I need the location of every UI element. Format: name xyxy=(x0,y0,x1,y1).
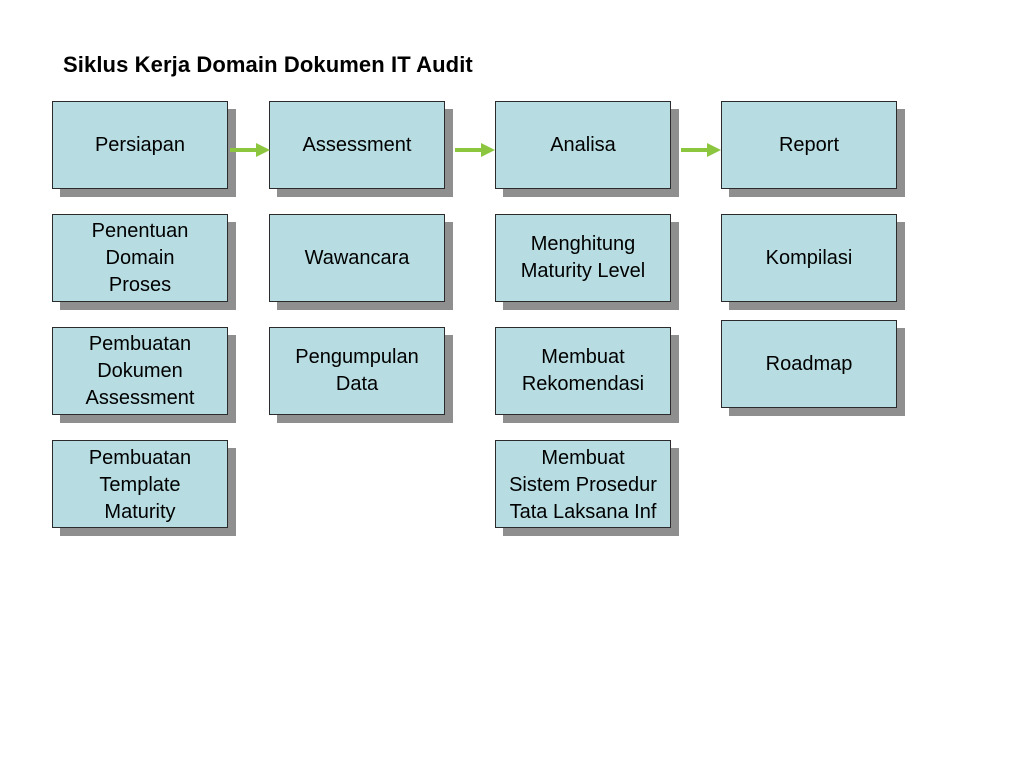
task-label: Pengumpulan Data xyxy=(295,346,419,395)
phase-label: Assessment xyxy=(302,133,412,156)
task-label: Pembuatan Template Maturity xyxy=(88,447,192,523)
task-box-membuat-rekomendasi: Membuat Rekomendasi xyxy=(495,327,671,415)
task-box-membuat-sistem-prosedur: Membuat Sistem Prosedur Tata Laksana Inf xyxy=(495,440,671,528)
task-box-wawancara: Wawancara xyxy=(269,214,445,302)
task-label: Pembuatan Dokumen Assessment xyxy=(85,332,195,409)
task-box-menghitung-maturity-level: Menghitung Maturity Level xyxy=(495,214,671,302)
task-label: Penentuan Domain Proses xyxy=(91,219,189,296)
arrow-analisa-to-report xyxy=(681,143,721,157)
task-label: Wawancara xyxy=(304,246,410,269)
task-box-roadmap: Roadmap xyxy=(721,320,897,408)
task-label: Kompilasi xyxy=(765,246,853,269)
task-box-pengumpulan-data: Pengumpulan Data xyxy=(269,327,445,415)
task-label: Membuat Rekomendasi xyxy=(521,346,645,395)
phase-label: Persiapan xyxy=(94,133,186,156)
phase-box-assessment: Assessment xyxy=(269,101,445,189)
task-label: Menghitung Maturity Level xyxy=(520,233,646,282)
phase-label: Analisa xyxy=(550,133,616,156)
task-label: Membuat Sistem Prosedur Tata Laksana Inf xyxy=(509,447,657,523)
task-box-pembuatan-dokumen-assessment: Pembuatan Dokumen Assessment xyxy=(52,327,228,415)
task-box-penentuan-domain-proses: Penentuan Domain Proses xyxy=(52,214,228,302)
phase-box-analisa: Analisa xyxy=(495,101,671,189)
phase-label: Report xyxy=(778,133,840,156)
diagram-title: Siklus Kerja Domain Dokumen IT Audit xyxy=(63,52,473,77)
task-box-pembuatan-template-maturity: Pembuatan Template Maturity xyxy=(52,440,228,528)
arrow-persiapan-to-assessment xyxy=(230,143,270,157)
arrow-assessment-to-analisa xyxy=(455,143,495,157)
task-box-kompilasi: Kompilasi xyxy=(721,214,897,302)
task-label: Roadmap xyxy=(765,352,853,375)
phase-box-persiapan: Persiapan xyxy=(52,101,228,189)
phase-box-report: Report xyxy=(721,101,897,189)
